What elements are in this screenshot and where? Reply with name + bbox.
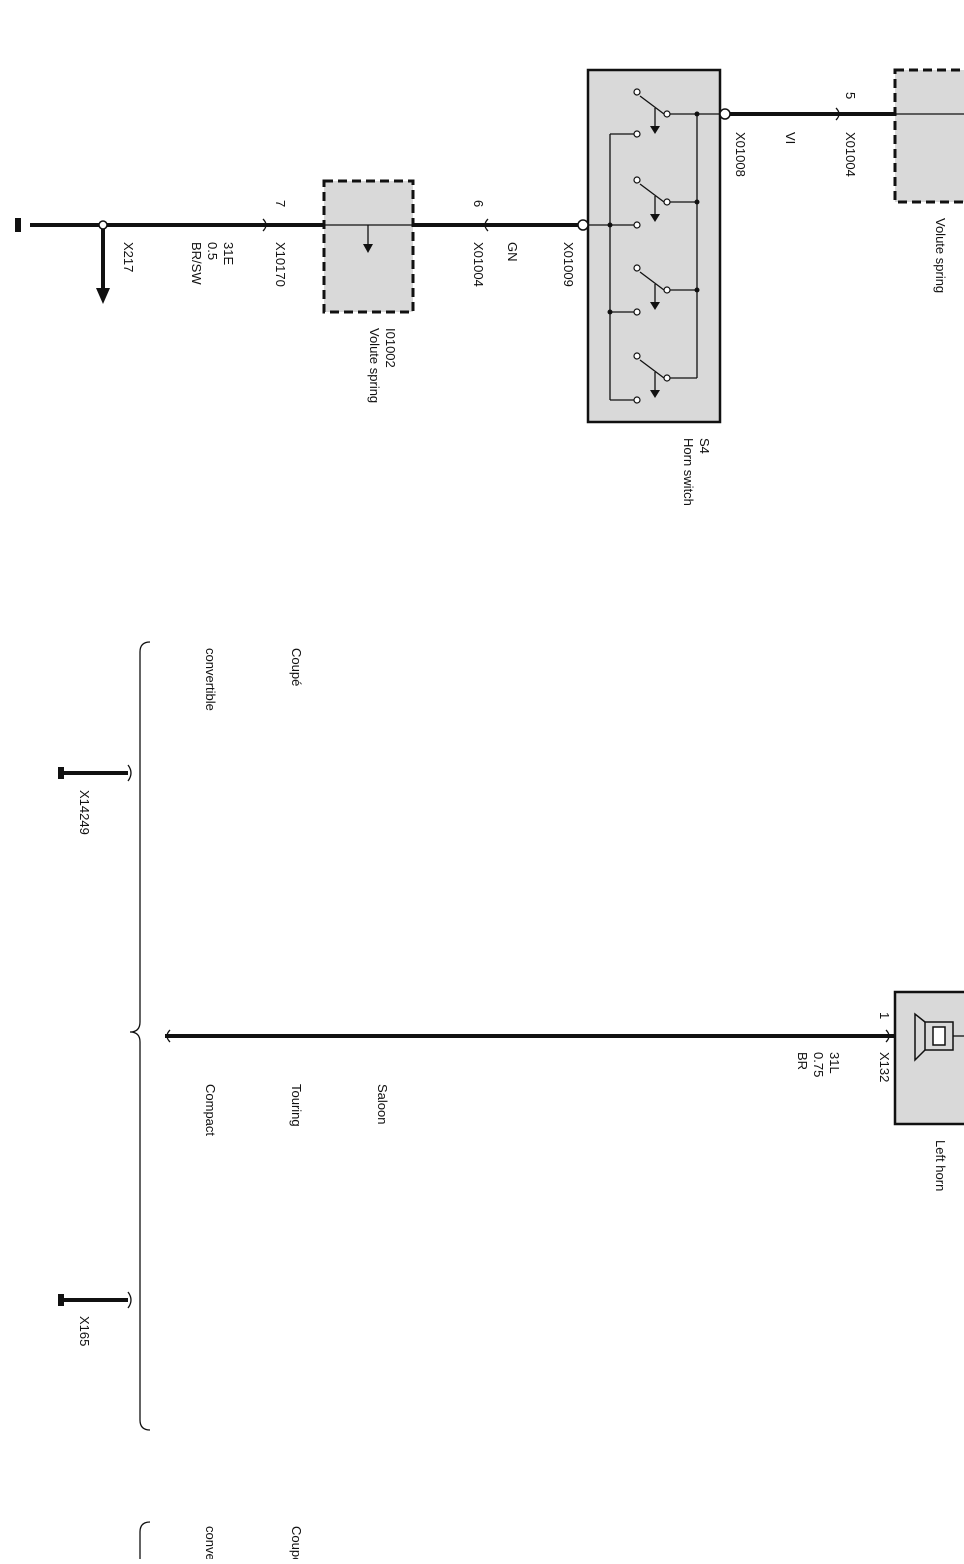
wire-31l-size: 0.75 — [811, 1052, 826, 1077]
wire-31e-circuit: 31E — [221, 242, 236, 265]
wire-31e-color: BR/SW — [189, 242, 204, 285]
connector-x01004-mid-id: X01004 — [471, 242, 486, 287]
svg-text:Volute spring: Volute spring — [933, 218, 948, 293]
horn-switch-name: Horn switch — [681, 438, 696, 506]
connector-x10170-pin: 7 — [273, 200, 288, 207]
connector-x132-id: X132 — [877, 1052, 892, 1082]
variant-brace-3 — [139, 1521, 151, 1559]
variant-1-item-2: convertible — [203, 648, 218, 711]
variant-1-item-1: Coupé — [289, 648, 304, 686]
connector-x01004-top-id: X01004 — [843, 132, 858, 177]
ground-terminal-x165 — [58, 1291, 132, 1309]
connector-x132-symbol — [885, 1029, 890, 1043]
horn-switch-contact-3 — [610, 264, 697, 316]
connector-x165-id: X165 — [77, 1316, 92, 1346]
horn-switch-contact-1 — [610, 88, 697, 138]
connector-x10170-id: X10170 — [273, 242, 288, 287]
horn-icon — [914, 1012, 964, 1062]
variant-2-item-2: Touring — [289, 1084, 304, 1127]
connector-x01009-id: X01009 — [561, 242, 576, 287]
variant-3-item-1: Coupé — [289, 1526, 304, 1559]
horn-switch-ref: S4 — [697, 438, 712, 454]
wire-31l-end-symbol — [166, 1029, 171, 1043]
variant-3-item-2: convertible — [203, 1526, 218, 1559]
ground-terminal-x14249 — [58, 764, 132, 782]
wire-31l-color: BR — [795, 1052, 810, 1070]
variant-brace-1 — [129, 641, 151, 1431]
wire-31e-end-terminal — [15, 218, 21, 232]
connector-x01004-top-pin: 5 — [843, 92, 858, 99]
connector-x01009-terminal — [577, 219, 589, 231]
volute-spring-mid-ref: I01002 — [383, 328, 398, 368]
wire-vi-color: VI — [783, 132, 798, 144]
connector-x01008-terminal — [719, 108, 731, 120]
connector-x01008-id: X01008 — [733, 132, 748, 177]
horn-switch-contact-2 — [610, 176, 697, 229]
wire-31l-circuit: 31L — [827, 1052, 842, 1074]
variant-2-item-3: Compact — [203, 1084, 218, 1136]
volute-spring-top-box — [893, 68, 964, 204]
connector-x14249-id: X14249 — [77, 790, 92, 835]
connector-x10170-symbol — [262, 218, 267, 232]
left-horn-name: Left horn — [933, 1140, 948, 1191]
volute-spring-mid-name: Volute spring — [367, 328, 382, 403]
connector-x217-id: X217 — [121, 242, 136, 272]
connector-x01004-mid-pin: 6 — [471, 200, 486, 207]
connector-x01004-top-symbol — [835, 107, 840, 121]
horn-switch-contact-4 — [610, 352, 697, 404]
left-horn-box — [893, 990, 964, 1126]
wire-31e-size: 0.5 — [205, 242, 220, 260]
connector-x132-pin: 1 — [877, 1012, 892, 1019]
connector-x01004-mid-symbol — [484, 218, 489, 232]
horn-switch-box — [586, 68, 722, 424]
volute-spring-top-label: Volute spring — [933, 218, 948, 293]
variant-2-item-1: Saloon — [375, 1084, 390, 1124]
wire-gn-color: GN — [505, 242, 520, 262]
ground-arrow-icon — [96, 288, 110, 304]
splice-x217 — [98, 220, 108, 230]
